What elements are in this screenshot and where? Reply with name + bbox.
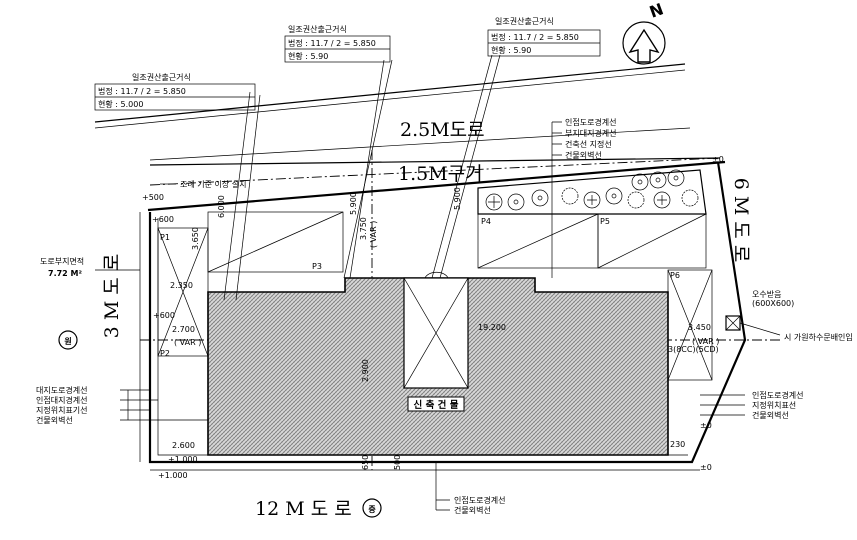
svg-text:일조권산출근거식: 일조권산출근거식 <box>495 16 554 26</box>
road-label-12m: 12 M 도 로 <box>255 498 352 520</box>
svg-text:2.600: 2.600 <box>172 441 195 450</box>
svg-text:5.900: 5.900 <box>453 187 462 210</box>
svg-text:+1.000: +1.000 <box>168 455 198 464</box>
legend-right: 인접도로경계선 지정위치표선 건물외벽선 <box>700 390 804 420</box>
sewer-label: 시 가원하수문배인입 <box>784 332 853 342</box>
svg-text:(600X600): (600X600) <box>752 299 794 308</box>
building-label: 신 축 건 물 <box>414 399 459 411</box>
building: 신 축 건 물 <box>207 271 669 456</box>
svg-text:3.750: 3.750 <box>359 217 368 240</box>
svg-text:지정위치표선: 지정위치표선 <box>752 400 796 410</box>
setback-note: 조례 기준 이상 설치 <box>180 179 247 189</box>
svg-text:부지대지경계선: 부지대지경계선 <box>565 128 617 138</box>
svg-text:( VAR ): ( VAR ) <box>692 337 719 346</box>
tree-icon <box>653 191 671 209</box>
parking-label-p6: P6 <box>670 271 680 280</box>
svg-text:인접대지경계선: 인접대지경계선 <box>36 395 88 405</box>
svg-text:6.000: 6.000 <box>217 195 226 218</box>
svg-text:건물외벽선: 건물외벽선 <box>565 150 602 160</box>
svg-text:건물외벽선: 건물외벽선 <box>36 415 73 425</box>
svg-text:법정 : 11.7 / 2 = 5.850: 법정 : 11.7 / 2 = 5.850 <box>491 32 579 42</box>
svg-text:도로부지면적: 도로부지면적 <box>40 256 84 266</box>
tree-icon <box>561 187 579 205</box>
svg-text:현황 : 5.000: 현황 : 5.000 <box>98 99 143 109</box>
svg-text:3(8CC)(5CD): 3(8CC)(5CD) <box>668 345 719 354</box>
svg-text:+600: +600 <box>153 311 175 320</box>
sun-box-1: 일조권산출근거식 법정 : 11.7 / 2 = 5.850 현황 : 5.00… <box>94 72 256 111</box>
parking-label-p5: P5 <box>600 217 610 226</box>
svg-text:2.700: 2.700 <box>172 325 195 334</box>
north-arrow-icon: N <box>622 0 666 65</box>
svg-text:중: 중 <box>368 505 376 514</box>
sun-box-3: 일조권산출근거식 법정 : 11.7 / 2 = 5.850 현황 : 5.90 <box>487 16 601 57</box>
svg-text:건축선 지정선: 건축선 지정선 <box>565 139 612 149</box>
road-label-2-5m: 2.5M도로 <box>400 119 485 141</box>
svg-text:인접도로경계선: 인접도로경계선 <box>565 117 617 127</box>
parking-label-p3: P3 <box>312 262 322 271</box>
tree-icon <box>681 189 699 207</box>
svg-text:3.650: 3.650 <box>191 227 200 250</box>
marker-bottom: 중 <box>362 498 382 518</box>
tree-icon <box>507 193 525 211</box>
svg-text:법정 : 11.7 / 2 = 5.850: 법정 : 11.7 / 2 = 5.850 <box>288 38 376 48</box>
tree-icon <box>667 169 685 187</box>
road-lines-top <box>94 63 726 212</box>
svg-text:2.900: 2.900 <box>361 359 370 382</box>
parking-label-p1: P1 <box>160 233 170 242</box>
svg-text:대지도로경계선: 대지도로경계선 <box>36 385 88 395</box>
svg-text:지정위치표기선: 지정위치표기선 <box>36 405 88 415</box>
svg-text:인접도로경계선: 인접도로경계선 <box>454 495 506 505</box>
legend-left: 대지도로경계선 인접대지경계선 지정위치표기선 건물외벽선 <box>36 385 208 425</box>
svg-text:건물외벽선: 건물외벽선 <box>454 505 491 515</box>
road-label-3m: 3 M 도 로 <box>101 254 123 339</box>
svg-text:현황 : 5.90: 현황 : 5.90 <box>288 51 328 61</box>
svg-text:건물외벽선: 건물외벽선 <box>752 410 789 420</box>
sun-box-2: 일조권산출근거식 법정 : 11.7 / 2 = 5.850 현황 : 5.90 <box>284 24 391 63</box>
svg-text:일조권산출근거식: 일조권산출근거식 <box>132 72 191 82</box>
tree-icon <box>485 193 503 211</box>
parking-label-p4: P4 <box>481 217 491 226</box>
svg-text:( VAR ): ( VAR ) <box>369 221 378 248</box>
svg-text:원: 원 <box>64 336 71 346</box>
svg-text:+500: +500 <box>142 193 164 202</box>
svg-text:인접도로경계선: 인접도로경계선 <box>752 390 804 400</box>
svg-text:7.72 M²: 7.72 M² <box>48 269 82 278</box>
svg-text:±0: ±0 <box>700 463 712 472</box>
svg-text:19.200: 19.200 <box>478 323 506 332</box>
svg-text:±0: ±0 <box>700 421 712 430</box>
svg-text:+600: +600 <box>152 215 174 224</box>
svg-text:±0: ±0 <box>712 155 724 164</box>
svg-text:2.350: 2.350 <box>170 281 193 290</box>
catch-basin: 오수받음 (600X600) 시 가원하수문배인입 <box>725 289 853 342</box>
tree-icon <box>605 187 623 205</box>
svg-text:오수받음: 오수받음 <box>752 289 781 299</box>
dimensions: 19.200 2.700 ( VAR ) 3.450 ( VAR ) 3(8CC… <box>170 187 719 470</box>
svg-text:법정 : 11.7 / 2 = 5.850: 법정 : 11.7 / 2 = 5.850 <box>98 86 186 96</box>
road-label-6m: 6 M 도 로 <box>730 178 752 263</box>
marker-left: 원 <box>58 330 78 350</box>
svg-text:+1.000: +1.000 <box>158 471 188 480</box>
tree-icon <box>649 171 667 189</box>
parking-label-p2: P2 <box>160 349 170 358</box>
svg-text:500: 500 <box>393 455 402 470</box>
landscape-area <box>477 169 707 215</box>
tree-icon <box>531 189 549 207</box>
svg-text:현황 : 5.90: 현황 : 5.90 <box>491 45 531 55</box>
svg-text:650: 650 <box>361 455 370 470</box>
tree-icon <box>627 191 645 209</box>
svg-text:3.450: 3.450 <box>688 323 711 332</box>
tree-icon <box>631 173 649 191</box>
svg-text:일조권산출근거식: 일조권산출근거식 <box>288 24 347 34</box>
legend-bottom: 인접도로경계선 건물외벽선 <box>435 462 506 515</box>
svg-text:( VAR ): ( VAR ) <box>174 338 201 347</box>
north-label: N <box>647 0 666 22</box>
elevation-markers: +500 +600 +600 +1.000 +1.000 ±0 ±0 ±0 <box>142 155 724 480</box>
sunlight-leaders <box>223 54 501 301</box>
svg-text:230: 230 <box>670 440 685 449</box>
tree-icon <box>583 191 601 209</box>
road-area-note: 도로부지면적 7.72 M² <box>40 256 140 278</box>
svg-text:5.900: 5.900 <box>349 192 358 215</box>
legend-top: 인접도로경계선 부지대지경계선 건축선 지정선 건물외벽선 <box>551 117 617 278</box>
